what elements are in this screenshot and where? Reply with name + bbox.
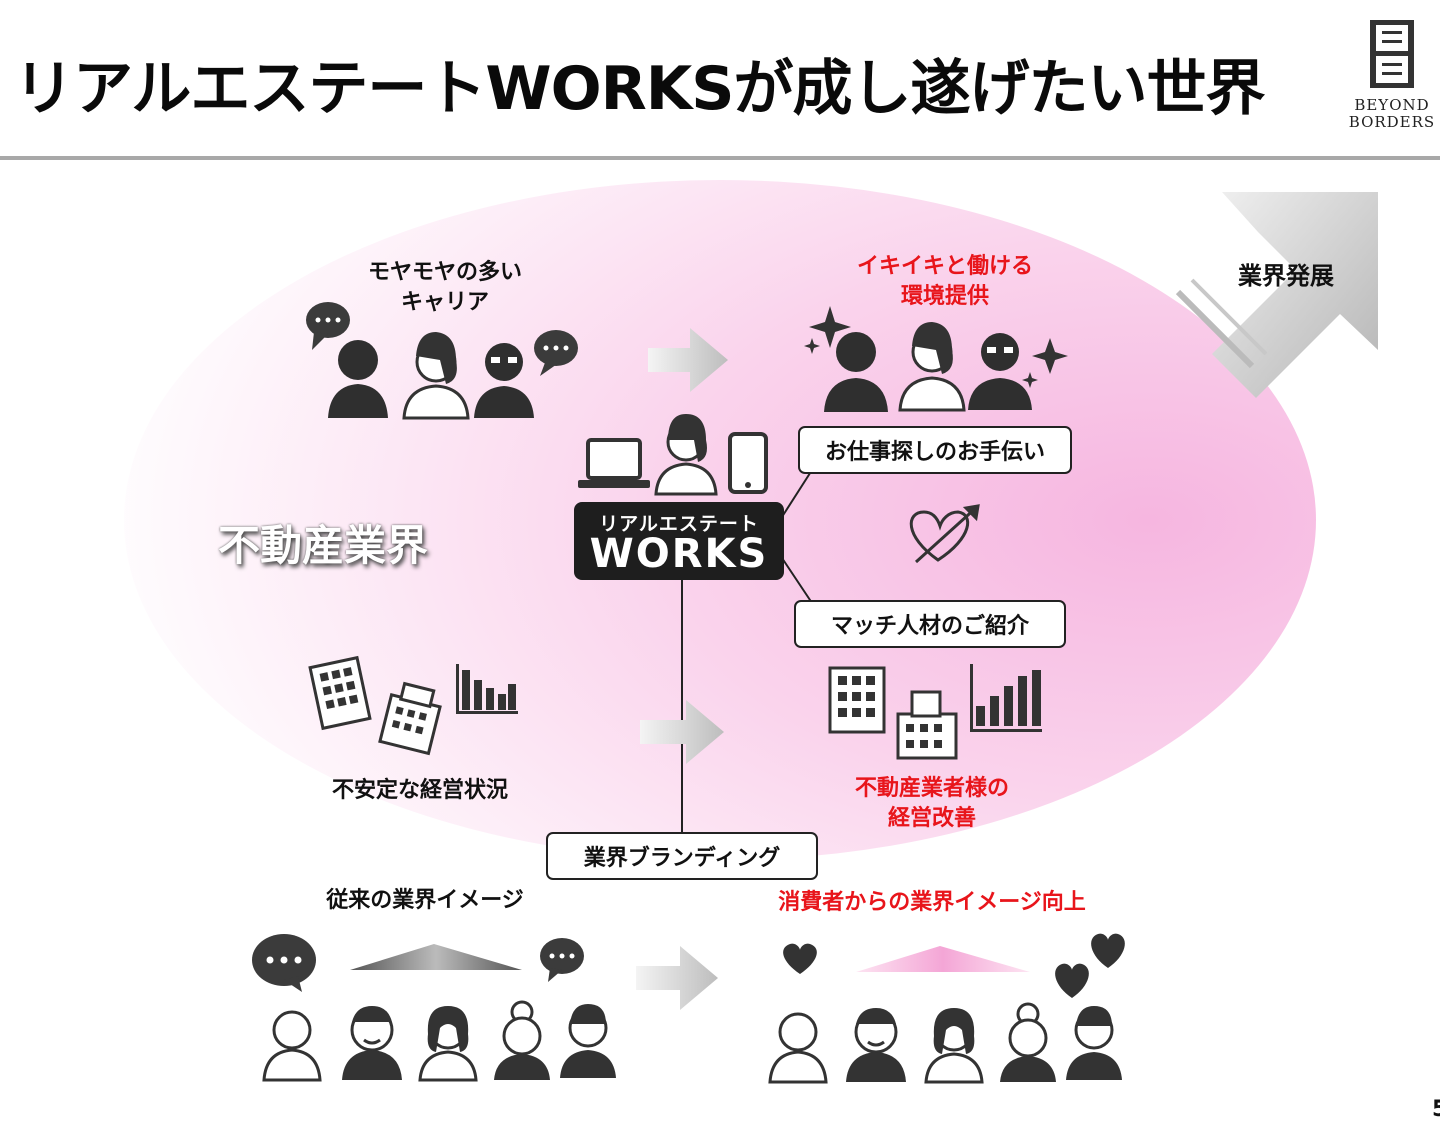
career-after-label: イキイキと働ける 環境提供 (830, 252, 1060, 312)
consumer-elder-man-icon (342, 1006, 402, 1080)
laptop-icon (578, 440, 650, 488)
branding-box: 業界ブランディング (546, 832, 818, 880)
business-after-label: 不動産業者様の 経営改善 (812, 774, 1052, 834)
works-badge-big: WORKS (574, 531, 784, 577)
consumer-student-happy-icon (1066, 1006, 1122, 1080)
grey-triangle-bar (350, 944, 522, 970)
career-before-label: モヤモヤの多い キャリア (330, 258, 560, 318)
consumer-man-happy-icon (770, 1014, 826, 1082)
service-matching-box: マッチ人材のご紹介 (794, 600, 1066, 648)
page-number: 5 (1432, 1097, 1440, 1122)
speech-bubble-icon-4 (540, 938, 584, 982)
speech-bubble-icon-3 (252, 934, 316, 992)
heart-icon-3 (1055, 964, 1089, 998)
service-job-search-box: お仕事探しのお手伝い (798, 426, 1072, 474)
smartphone-icon (730, 434, 766, 492)
branding-label: 業界ブランディング (584, 840, 780, 872)
consumer-man-icon (264, 1012, 320, 1080)
image-after-label: 消費者からの業界イメージ向上 (742, 888, 1122, 918)
consumer-woman-happy-icon (926, 1008, 982, 1082)
consumer-student-icon (560, 1004, 616, 1078)
consumer-elder-man-happy-icon (846, 1008, 906, 1082)
arrow-image (636, 946, 718, 1010)
business-before-label: 不安定な経営状況 (290, 776, 550, 806)
pink-triangle-bar (856, 946, 1030, 972)
growth-label: 業界発展 (1238, 256, 1334, 291)
industry-label: 不動産業界 (218, 512, 428, 573)
office-building-icon-3 (830, 668, 884, 732)
consumer-woman-icon (420, 1006, 476, 1080)
heart-icon-2 (1091, 934, 1125, 968)
service-matching-label: マッチ人材のご紹介 (831, 608, 1029, 640)
service-job-search-label: お仕事探しのお手伝い (825, 434, 1045, 466)
consumer-elder-woman-icon (494, 1002, 550, 1080)
works-badge: リアルエステート WORKS (574, 502, 784, 580)
consumer-elder-woman-happy-icon (1000, 1004, 1056, 1082)
image-before-label: 従来の業界イメージ (290, 886, 560, 916)
heart-icon-1 (783, 944, 817, 974)
